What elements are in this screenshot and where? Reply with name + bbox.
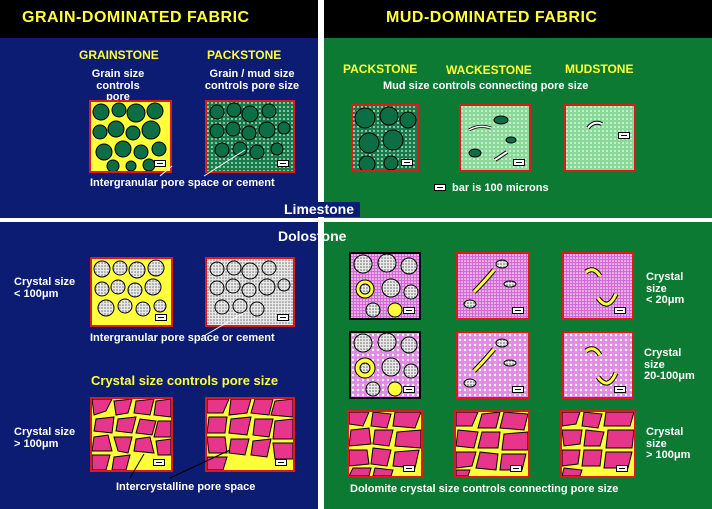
scale-bar-icon xyxy=(401,159,413,166)
label-crystal-lt100: Crystal size < 100μm xyxy=(14,276,76,300)
tile-dolo-wackestone-lt20 xyxy=(456,252,530,320)
scale-bar-icon xyxy=(616,465,628,472)
crystal-mosaic xyxy=(92,399,171,470)
scale-bar-icon xyxy=(510,465,522,472)
label-wackestone: WACKESTONE xyxy=(446,63,532,77)
label-crystal-gt100-right: Crystal size > 100μm xyxy=(646,426,691,462)
scale-bar-icon xyxy=(614,307,626,314)
tile-dolo-crystal-mud-1 xyxy=(347,410,423,478)
scale-bar-icon xyxy=(155,314,167,321)
horizontal-divider xyxy=(0,218,712,222)
note-intergranular-dolostone: Intergranular pore space or cement xyxy=(90,332,275,344)
tile-dolo-mudstone-20-100 xyxy=(562,331,634,399)
scale-bar-icon xyxy=(403,465,415,472)
caption-grainstone: Grain size controls pore xyxy=(91,68,145,104)
header-left-bg xyxy=(0,0,318,38)
note-intergranular-limestone: Intergranular pore space or cement xyxy=(90,177,275,189)
tile-dolo-packstone-20-100 xyxy=(349,331,421,399)
crystal-mosaic xyxy=(349,412,421,476)
note-dolomite-crystal: Dolomite crystal size controls connectin… xyxy=(350,483,619,495)
tile-grainstone xyxy=(89,100,172,173)
tile-dolo-crystal-mud-2 xyxy=(454,410,530,478)
note-scale-bar: bar is 100 microns xyxy=(452,182,549,194)
tile-wackestone xyxy=(459,104,531,172)
scale-bar-icon xyxy=(154,160,166,167)
dolo-grainstone-grains xyxy=(93,259,167,317)
scale-bar-icon xyxy=(512,386,524,393)
scale-bar-icon xyxy=(618,132,630,139)
leader-lines-dolostone xyxy=(203,311,246,337)
tile-dolo-crystal-2 xyxy=(205,397,295,472)
note-intercrystalline: Intercrystalline pore space xyxy=(116,481,256,493)
scale-bar-icon xyxy=(275,459,287,466)
scale-bar-icon xyxy=(403,307,415,314)
header-right-bg xyxy=(324,0,712,38)
vertical-divider xyxy=(318,0,324,509)
section-label-dolostone: Dolostone xyxy=(278,228,347,244)
label-packstone-left: PACKSTONE xyxy=(207,48,282,62)
label-crystal-lt20: Crystal size < 20μm xyxy=(646,271,685,307)
tile-dolo-wackestone-20-100 xyxy=(456,331,530,399)
scale-bar-icon xyxy=(153,459,165,466)
tile-packstone-left xyxy=(205,100,295,173)
section-label-limestone: Limestone xyxy=(278,202,361,217)
tile-dolo-mudstone-lt20 xyxy=(562,252,634,320)
scale-bar-icon xyxy=(403,386,415,393)
label-packstone-right: PACKSTONE xyxy=(343,62,418,76)
label-mudstone: MUDSTONE xyxy=(565,62,634,76)
tile-packstone-right xyxy=(351,104,419,172)
scale-bar-icon xyxy=(512,307,524,314)
caption-mud-size: Mud size controls connecting pore size xyxy=(383,80,589,92)
label-crystal-20-100: Crystal size 20-100μm xyxy=(644,347,695,383)
scale-bar-icon xyxy=(277,314,289,321)
header-mud-dominated: MUD-DOMINATED FABRIC xyxy=(386,9,598,26)
scale-bar-icon xyxy=(614,386,626,393)
tile-dolo-packstone-lt20 xyxy=(349,252,421,320)
scale-bar-icon xyxy=(277,160,289,167)
tile-mudstone xyxy=(564,104,636,172)
grainstone-grains xyxy=(92,102,167,171)
packstone-grains xyxy=(207,102,293,171)
label-crystal-gt100: Crystal size > 100μm xyxy=(14,426,76,450)
wackestone-grains xyxy=(461,106,529,170)
tile-dolo-crystal-mud-3 xyxy=(560,410,636,478)
caption-packstone-left: Grain / mud size controls pore size xyxy=(204,68,300,92)
label-grainstone: GRAINSTONE xyxy=(79,48,159,62)
tile-dolo-crystal-1 xyxy=(90,397,173,472)
tile-dolo-packstone-1 xyxy=(205,257,295,327)
dolo-packstone-grains xyxy=(207,259,293,325)
scale-bar-icon xyxy=(513,159,525,166)
dolo-packstone-grains-lt20 xyxy=(351,254,419,318)
crystal-mosaic xyxy=(562,412,634,476)
crystal-mosaic xyxy=(456,412,528,476)
note-crystal-controls: Crystal size controls pore size xyxy=(91,373,279,388)
header-grain-dominated: GRAIN-DOMINATED FABRIC xyxy=(22,9,250,26)
leader-lines-intercrystalline xyxy=(129,449,231,479)
scale-bar-icon xyxy=(434,184,446,191)
tile-dolo-grainstone-1 xyxy=(90,257,173,327)
leader-lines-limestone xyxy=(159,149,246,177)
crystal-mosaic xyxy=(207,399,293,470)
